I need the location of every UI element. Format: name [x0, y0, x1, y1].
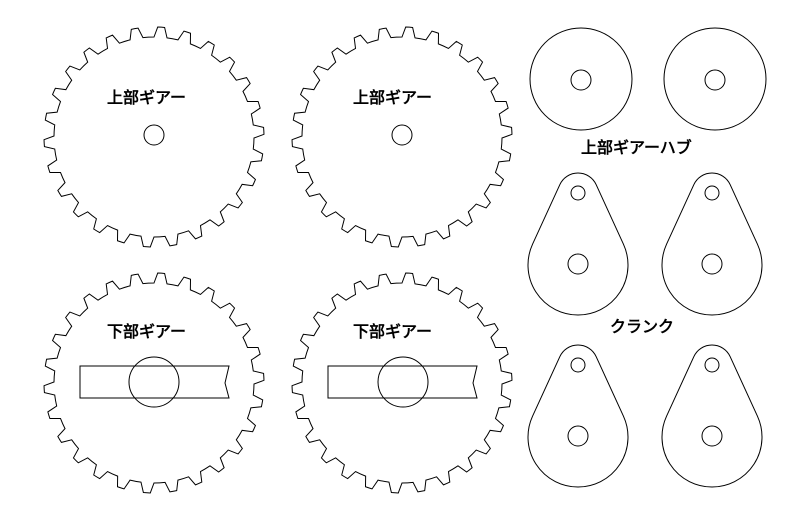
upper-gear-2-label: 上部ギアー — [353, 88, 432, 107]
lower-gear-2-hub — [377, 356, 429, 408]
upper-gear-hub-1-disc — [529, 27, 633, 131]
upper-gear-1-outline — [43, 26, 265, 248]
upper-gear-hub-label: 上部ギアーハブ — [581, 138, 692, 157]
upper-gear-2: 上部ギアー — [291, 26, 513, 248]
crank-4-outline — [661, 344, 763, 488]
crank-1-large-hole — [567, 253, 589, 275]
lower-gear-2-crossbar — [327, 365, 478, 399]
upper-gear-1-axle-hole — [143, 124, 165, 146]
lower-gear-1-crossbar — [79, 365, 230, 399]
upper-gear-hub-1 — [529, 27, 633, 131]
crank-2-small-hole — [704, 185, 720, 201]
lower-gear-1-label: 下部ギアー — [107, 322, 186, 341]
crank-4-small-hole — [704, 357, 720, 373]
crank-2 — [661, 172, 763, 316]
upper-gear-1-label: 上部ギアー — [107, 88, 186, 107]
crank-3-small-hole — [570, 357, 586, 373]
crank-1-small-hole — [570, 185, 586, 201]
upper-gear-hub-2 — [663, 27, 767, 131]
crank-1 — [527, 172, 629, 316]
upper-gear-2-axle-hole — [391, 124, 413, 146]
upper-gear-hub-2-hole — [704, 69, 726, 91]
upper-gear-1: 上部ギアー — [43, 26, 265, 248]
crank-3-large-hole — [567, 425, 589, 447]
lower-gear-2-label: 下部ギアー — [353, 322, 432, 341]
crank-2-outline — [661, 172, 763, 316]
crank-4 — [661, 344, 763, 488]
crank-3-outline — [527, 344, 629, 488]
upper-gear-hub-2-disc — [663, 27, 767, 131]
lower-gear-2-outline — [291, 272, 513, 494]
upper-gear-hub-1-hole — [570, 69, 592, 91]
lower-gear-2: 下部ギアー — [291, 272, 513, 494]
crank-2-large-hole — [701, 253, 723, 275]
lower-gear-1-outline — [43, 272, 265, 494]
crank-1-outline — [527, 172, 629, 316]
crank-3 — [527, 344, 629, 488]
lower-gear-1-hub — [128, 356, 180, 408]
lower-gear-1: 下部ギアー — [43, 272, 265, 494]
crank-4-large-hole — [701, 425, 723, 447]
crank-label: クランク — [610, 317, 674, 336]
upper-gear-2-outline — [291, 26, 513, 248]
